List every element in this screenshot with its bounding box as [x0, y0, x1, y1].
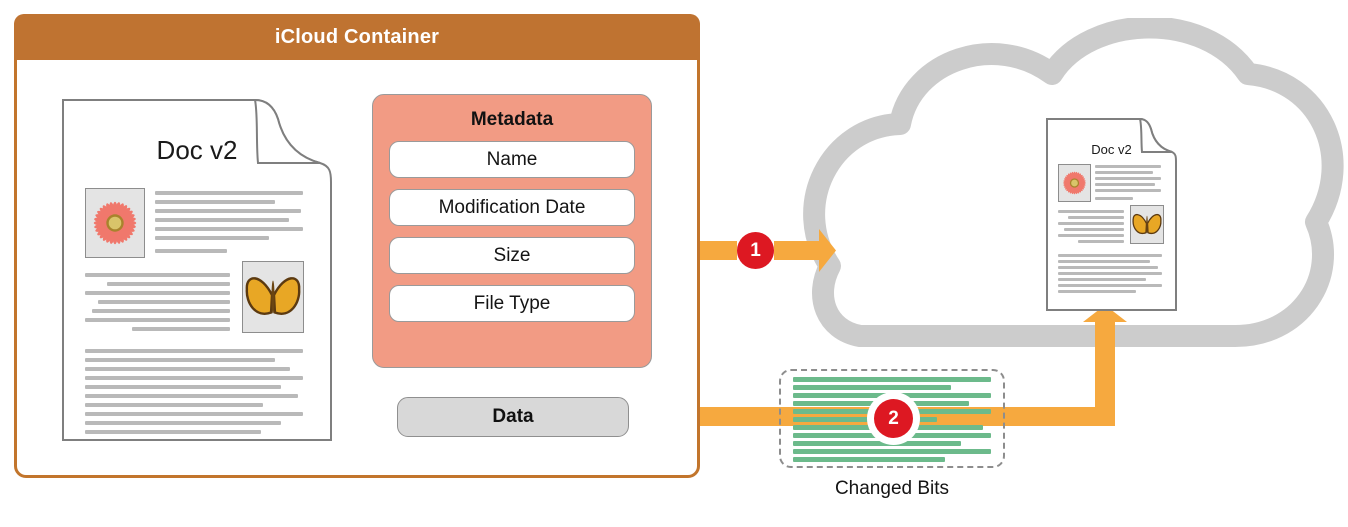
metadata-field-modification-date[interactable]: Modification Date	[389, 189, 635, 226]
arrow-right-icon	[802, 229, 836, 272]
flower-image	[85, 188, 145, 258]
metadata-title: Metadata	[470, 109, 554, 130]
document-left[interactable]: Doc v2	[62, 99, 332, 441]
metadata-connector-bar-2	[774, 241, 806, 260]
data-connector-right	[1001, 407, 1101, 426]
container-title: iCloud Container	[274, 25, 440, 48]
document-title: Doc v2	[1091, 142, 1132, 157]
butterfly-image	[1130, 205, 1164, 244]
changed-bits-label: Changed Bits	[834, 478, 950, 499]
butterfly-image	[242, 261, 304, 333]
metadata-field-size[interactable]: Size	[389, 237, 635, 274]
data-pill[interactable]: Data	[397, 397, 629, 437]
metadata-field-name[interactable]: Name	[389, 141, 635, 178]
step-badge-1: 1	[737, 232, 774, 269]
document-page-shape	[62, 99, 332, 441]
arrow-up-icon	[1083, 305, 1127, 339]
cloud-icon	[803, 18, 1344, 348]
metadata-panel: Metadata Name Modification Date Size Fil…	[372, 94, 652, 368]
icloud-container-header: iCloud Container	[14, 14, 700, 60]
document-title: Doc v2	[156, 135, 238, 165]
data-connector-riser	[1095, 330, 1115, 426]
document-cloud[interactable]: Doc v2	[1046, 118, 1177, 311]
metadata-field-file-type[interactable]: File Type	[389, 285, 635, 322]
flower-image	[1058, 164, 1091, 202]
step-badge-2: 2	[874, 399, 913, 438]
